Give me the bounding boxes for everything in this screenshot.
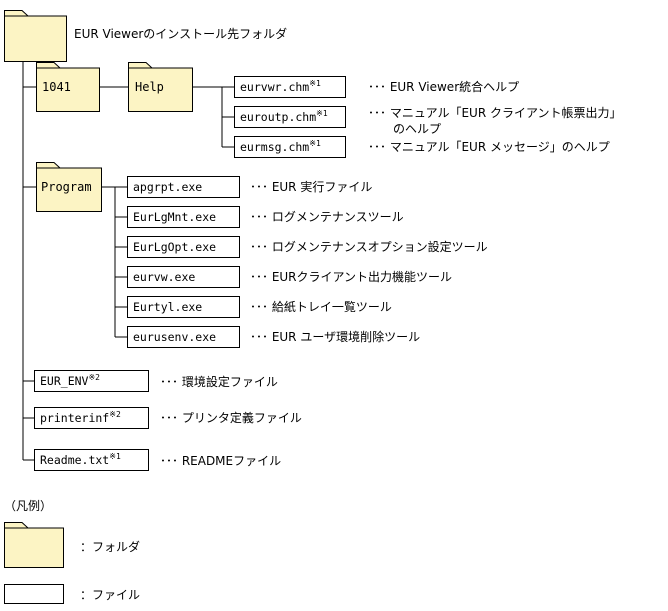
legend-file-label: ：ファイル — [80, 588, 141, 602]
program-file-eurusenv: eurusenv.exe — [127, 326, 240, 348]
program-file-eurusenv-desc: ･･･ EUR ユーザ環境削除ツール — [250, 330, 421, 344]
help-file-euroutp: euroutp.chm※1 — [234, 106, 346, 128]
folder-1041-label: 1041 — [42, 80, 71, 94]
program-file-eurvw: eurvw.exe — [127, 266, 240, 288]
folder-icon — [36, 162, 102, 212]
file-name: eurmsg.chm — [240, 140, 310, 154]
help-file-euroutp-desc-line2: のヘルプ — [393, 122, 442, 136]
program-file-eurlgmnt: EurLgMnt.exe — [127, 206, 240, 228]
file-name: EUR_ENV — [40, 374, 89, 388]
footnote-mark: ※1 — [309, 79, 321, 88]
footnote-mark: ※2 — [88, 373, 100, 382]
program-file-eurvw-desc: ･･･ EURクライアント出力機能ツール — [250, 270, 453, 284]
file-name: euroutp.chm — [240, 110, 317, 124]
root-folder-label: EUR Viewerのインストール先フォルダ — [74, 27, 288, 41]
root-file-readme-desc: ･･･ READMEファイル — [160, 454, 282, 468]
help-file-eurmsg-desc: ･･･ マニュアル「EUR メッセージ」のヘルプ — [368, 140, 610, 154]
root-file-eur-env: EUR_ENV※2 — [34, 370, 149, 392]
program-file-eurlgmnt-desc: ･･･ ログメンテナンスツール — [250, 210, 404, 224]
footnote-mark: ※1 — [109, 452, 121, 461]
program-file-apgrpt: apgrpt.exe — [127, 176, 240, 198]
legend-file-swatch — [4, 584, 64, 604]
legend-folder-swatch — [4, 520, 64, 568]
folder-icon — [4, 10, 67, 62]
help-file-euroutp-desc: ･･･ マニュアル「EUR クライアント帳票出力」 — [368, 106, 622, 120]
program-file-eurlgopt: EurLgOpt.exe — [127, 236, 240, 258]
folder-1041: 1041 — [36, 60, 100, 112]
legend-folder-label: ：フォルダ — [80, 540, 141, 554]
folder-help-label: Help — [135, 80, 164, 94]
root-file-printerinf: printerinf※2 — [34, 407, 149, 429]
root-folder — [4, 8, 67, 62]
help-file-eurvwr: eurvwr.chm※1 — [234, 76, 346, 98]
footnote-mark: ※1 — [316, 109, 328, 118]
program-file-eurtyl: Eurtyl.exe — [127, 296, 240, 318]
file-name: eurvwr.chm — [240, 80, 310, 94]
folder-icon — [36, 62, 100, 112]
program-file-eurtyl-desc: ･･･ 給紙トレイ一覧ツール — [250, 300, 392, 314]
footnote-mark: ※2 — [109, 410, 121, 419]
root-file-printerinf-desc: ･･･ プリンタ定義ファイル — [160, 411, 302, 425]
help-file-eurvwr-desc: ･･･ EUR Viewer統合ヘルプ — [368, 80, 520, 94]
folder-icon — [128, 62, 193, 112]
folder-program-label: Program — [41, 180, 92, 194]
folder-icon — [4, 522, 64, 568]
root-file-eur-env-desc: ･･･ 環境設定ファイル — [160, 375, 278, 389]
legend-title: （凡例） — [4, 499, 53, 513]
file-name: printerinf — [40, 411, 110, 425]
folder-program: Program — [36, 160, 102, 212]
folder-help: Help — [128, 60, 193, 112]
root-file-readme: Readme.txt※1 — [34, 449, 149, 471]
program-file-eurlgopt-desc: ･･･ ログメンテナンスオプション設定ツール — [250, 240, 488, 254]
file-name: Readme.txt — [40, 453, 110, 467]
help-file-eurmsg: eurmsg.chm※1 — [234, 136, 346, 158]
footnote-mark: ※1 — [309, 139, 321, 148]
program-file-apgrpt-desc: ･･･ EUR 実行ファイル — [250, 180, 373, 194]
